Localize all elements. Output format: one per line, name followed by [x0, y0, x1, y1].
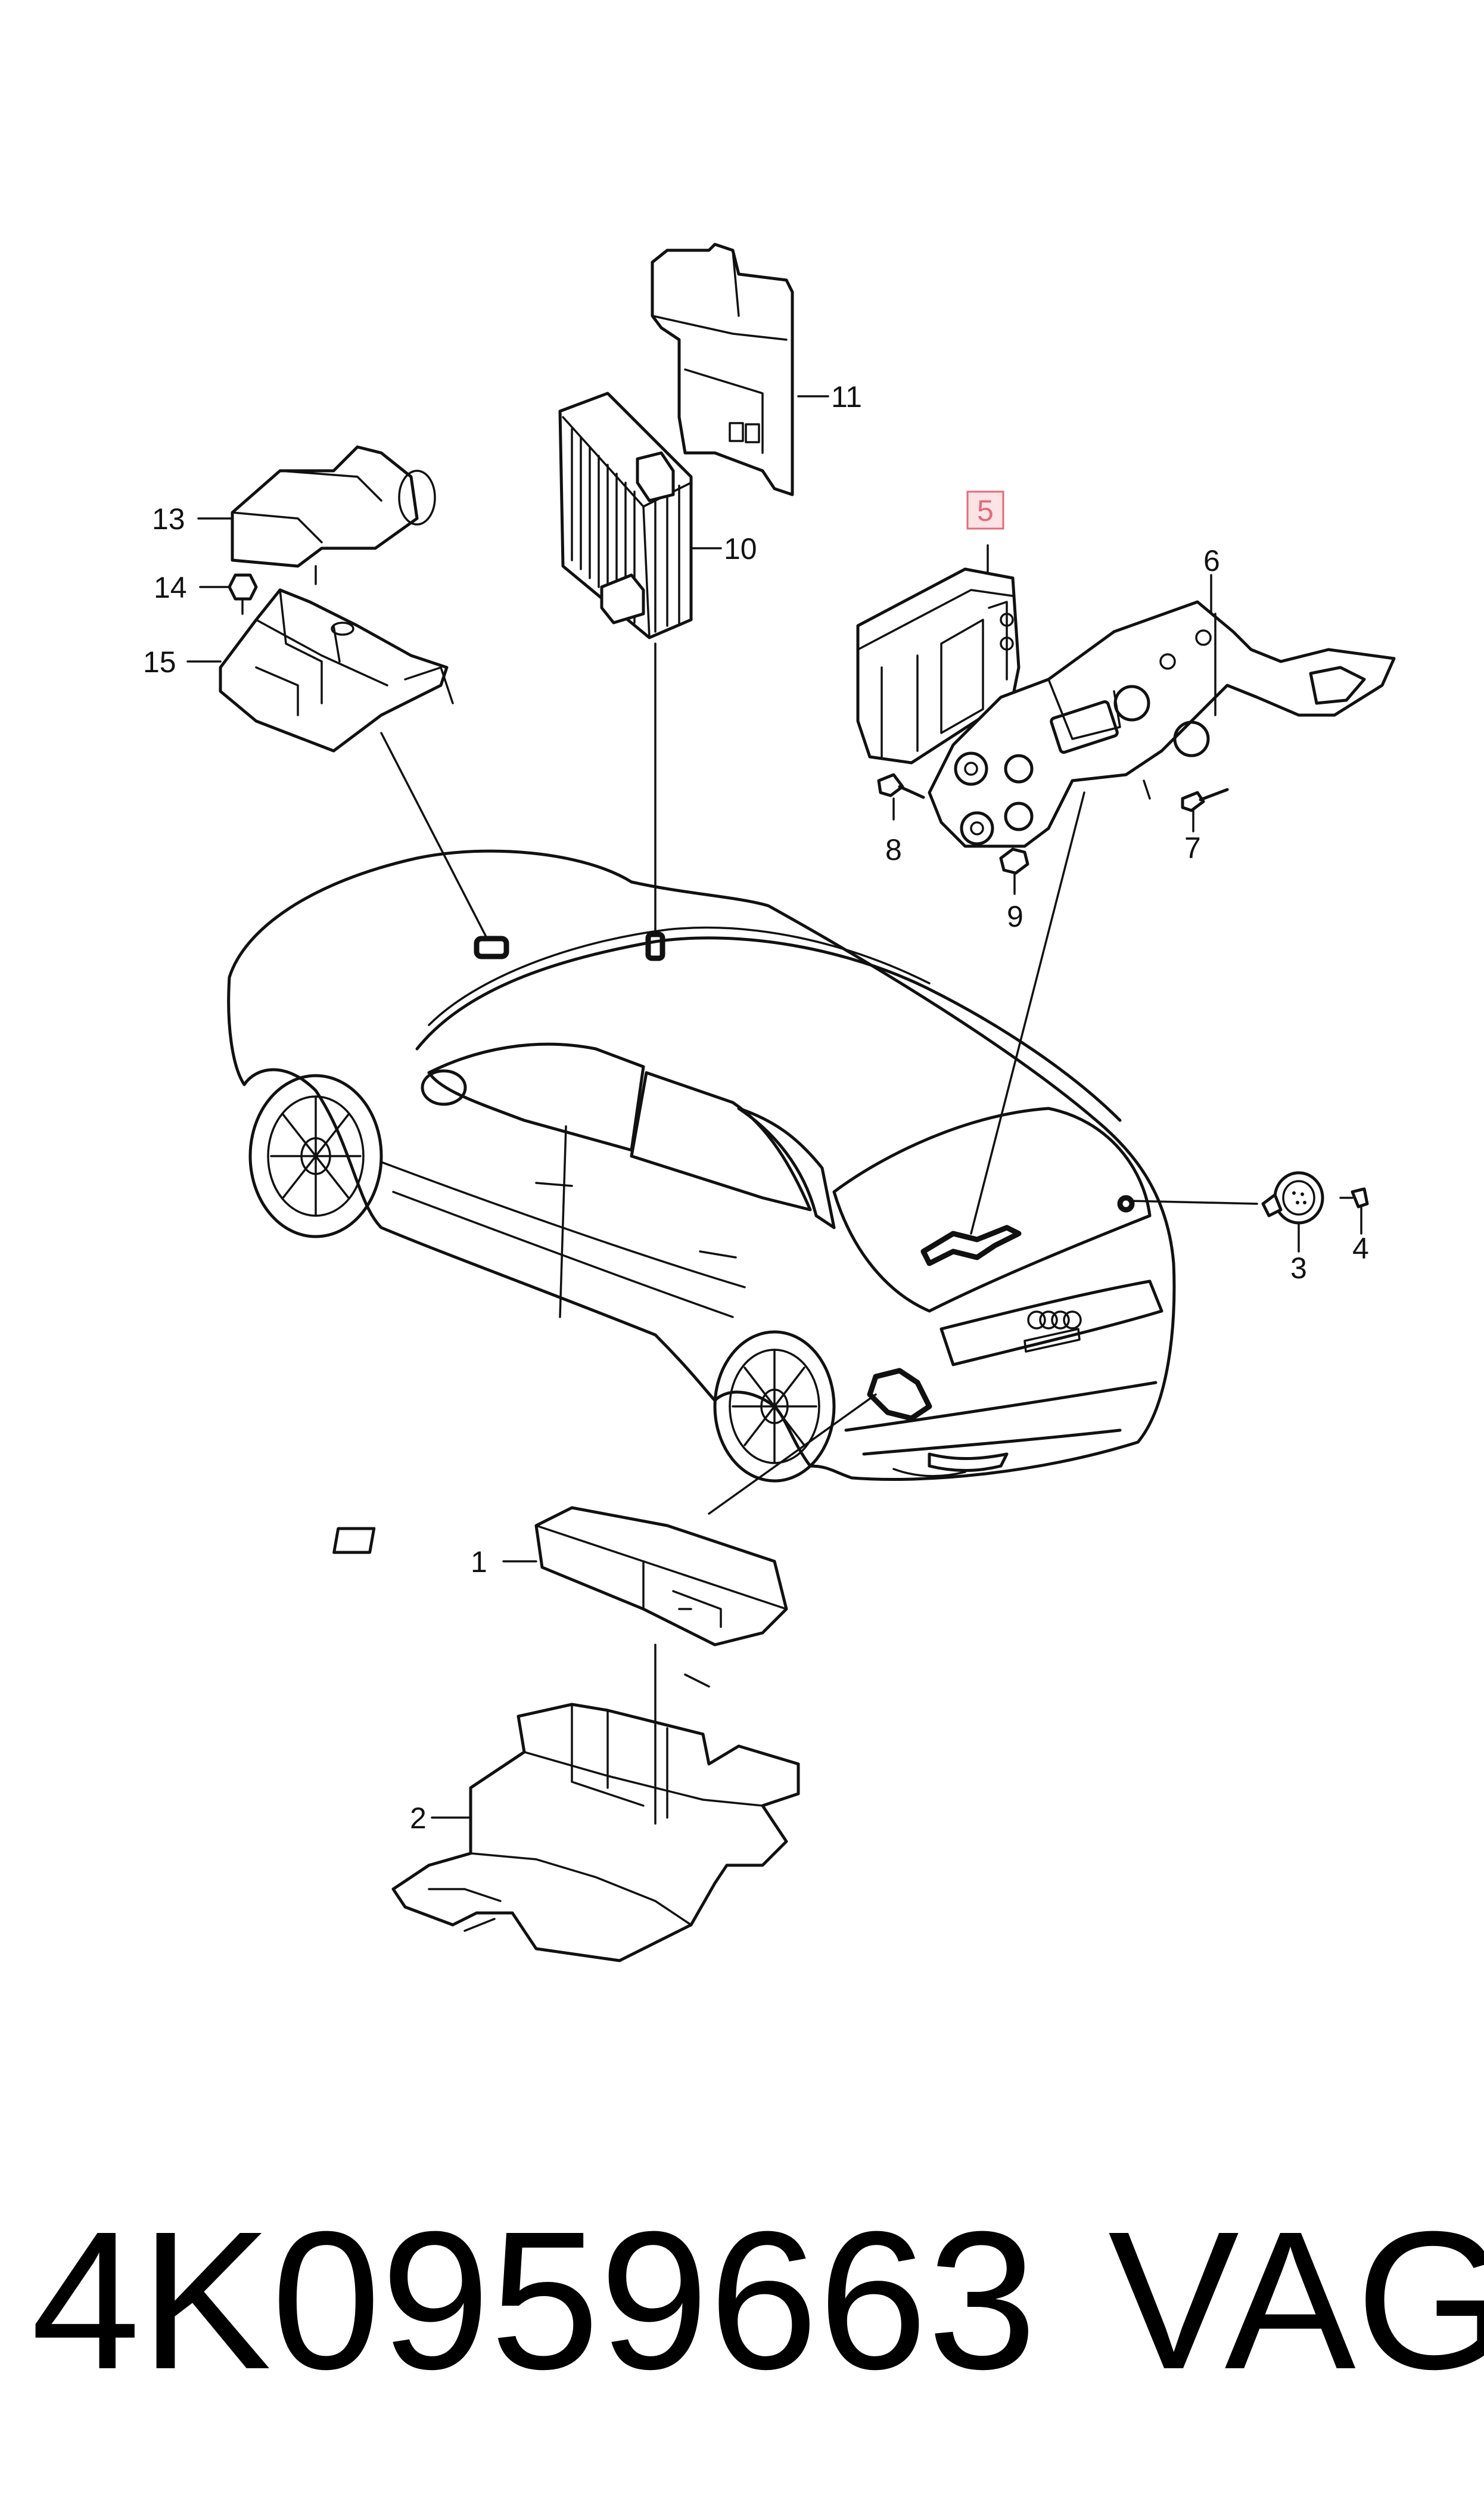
part-4-clip	[1339, 1187, 1369, 1235]
part-1-module	[332, 1506, 788, 1647]
part-10-control-unit	[558, 392, 693, 639]
vehicle-illustration	[227, 849, 1176, 1483]
callout-leaders	[186, 395, 1212, 1819]
callout-3: 3	[1290, 1251, 1307, 1285]
callout-15: 15	[143, 645, 176, 679]
callout-14: 14	[154, 571, 187, 604]
part-number: 4K0959663	[31, 2190, 1037, 2410]
callout-13: 13	[152, 502, 185, 536]
part-13-connector-housing	[231, 445, 436, 585]
callout-5: 5	[977, 494, 994, 527]
part-8-bolt	[877, 773, 925, 821]
part-5-control-module	[856, 567, 1021, 765]
part-6-carrier-bracket	[928, 600, 1396, 848]
cooling-fins	[571, 428, 680, 633]
part-3-sensor	[1261, 1171, 1324, 1253]
callout-7: 7	[1184, 831, 1201, 865]
leader-lines	[380, 642, 1258, 1515]
brand-label: VAG	[1108, 2190, 1484, 2410]
callout-9: 9	[1007, 900, 1023, 933]
part-2-holder	[391, 1644, 800, 1962]
callout-2: 2	[410, 1801, 427, 1835]
part-14-nut	[228, 573, 258, 615]
part-7-bolt	[1181, 788, 1229, 833]
part-11-mounting-bracket	[651, 243, 794, 496]
part-9-nut	[999, 847, 1029, 895]
part-15-bracket	[219, 588, 454, 753]
callout-1: 1	[471, 1545, 487, 1579]
callout-8: 8	[885, 833, 902, 866]
callout-6: 6	[1203, 544, 1220, 577]
callout-labels: 13 14 15 11 10 5 6 7 8 9 3 4 1 2	[143, 380, 1369, 1835]
callout-11: 11	[831, 380, 862, 414]
callout-5-box	[966, 490, 1004, 530]
callout-4: 4	[1352, 1232, 1369, 1265]
callout-5-highlighted: 5	[966, 490, 1004, 530]
callout-10: 10	[724, 532, 757, 566]
